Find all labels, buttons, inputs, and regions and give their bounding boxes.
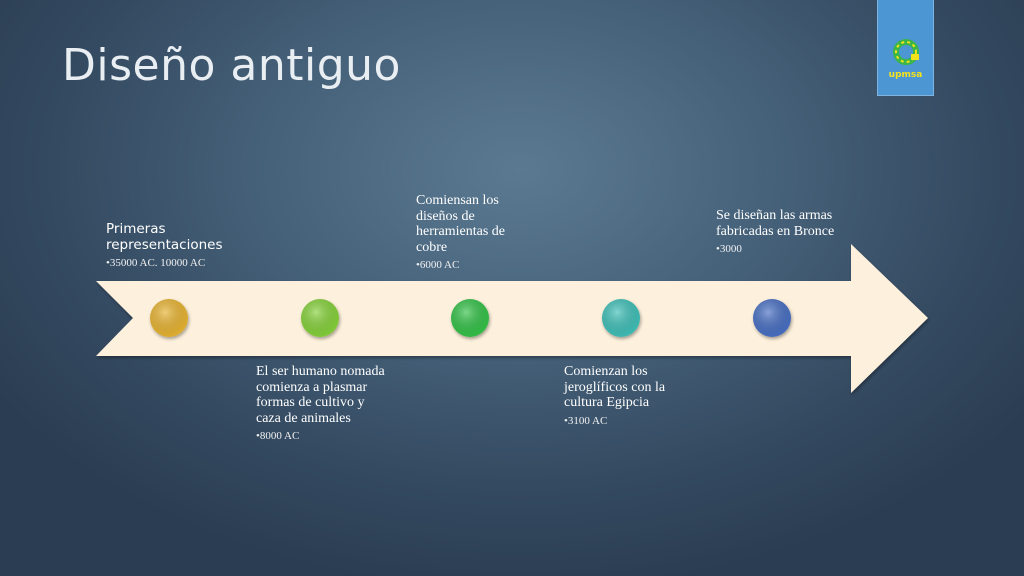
logo-badge: upmsa bbox=[877, 0, 934, 96]
event-label-4: Comienzan los jeroglíficos con la cultur… bbox=[564, 364, 689, 427]
logo-emblem-icon bbox=[893, 39, 919, 65]
event-label-3: Comiensan los diseños de herramientas de… bbox=[416, 193, 531, 271]
event-text: Comienzan los jeroglíficos con la cultur… bbox=[564, 364, 666, 410]
event-date: •8000 AC bbox=[256, 430, 300, 442]
event-date: •3100 AC bbox=[564, 414, 608, 427]
slide-title: Diseño antiguo bbox=[62, 40, 401, 91]
milestone-dot-highlight bbox=[301, 299, 339, 337]
milestone-dot-highlight bbox=[451, 299, 489, 337]
arrow-shape bbox=[96, 244, 928, 393]
event-date: •3000 bbox=[716, 243, 742, 255]
event-date: •35000 AC. 10000 AC bbox=[106, 257, 206, 269]
event-text: Primeras representaciones bbox=[106, 221, 223, 253]
milestone-dot-highlight bbox=[602, 299, 640, 337]
event-text: El ser humano nomada comienza a plasmar … bbox=[256, 364, 385, 426]
logo-text: upmsa bbox=[888, 70, 923, 80]
event-label-5: Se diseñan las armas fabricadas en Bronc… bbox=[716, 208, 841, 255]
milestone-dot-highlight bbox=[150, 299, 188, 337]
event-label-1: Primeras representaciones •35000 AC. 100… bbox=[106, 221, 256, 269]
milestone-dot-highlight bbox=[753, 299, 791, 337]
event-text: Se diseñan las armas fabricadas en Bronc… bbox=[716, 208, 835, 239]
event-label-2: El ser humano nomada comienza a plasmar … bbox=[256, 364, 391, 442]
event-date: •6000 AC bbox=[416, 259, 460, 271]
event-text: Comiensan los diseños de herramientas de… bbox=[416, 193, 506, 255]
